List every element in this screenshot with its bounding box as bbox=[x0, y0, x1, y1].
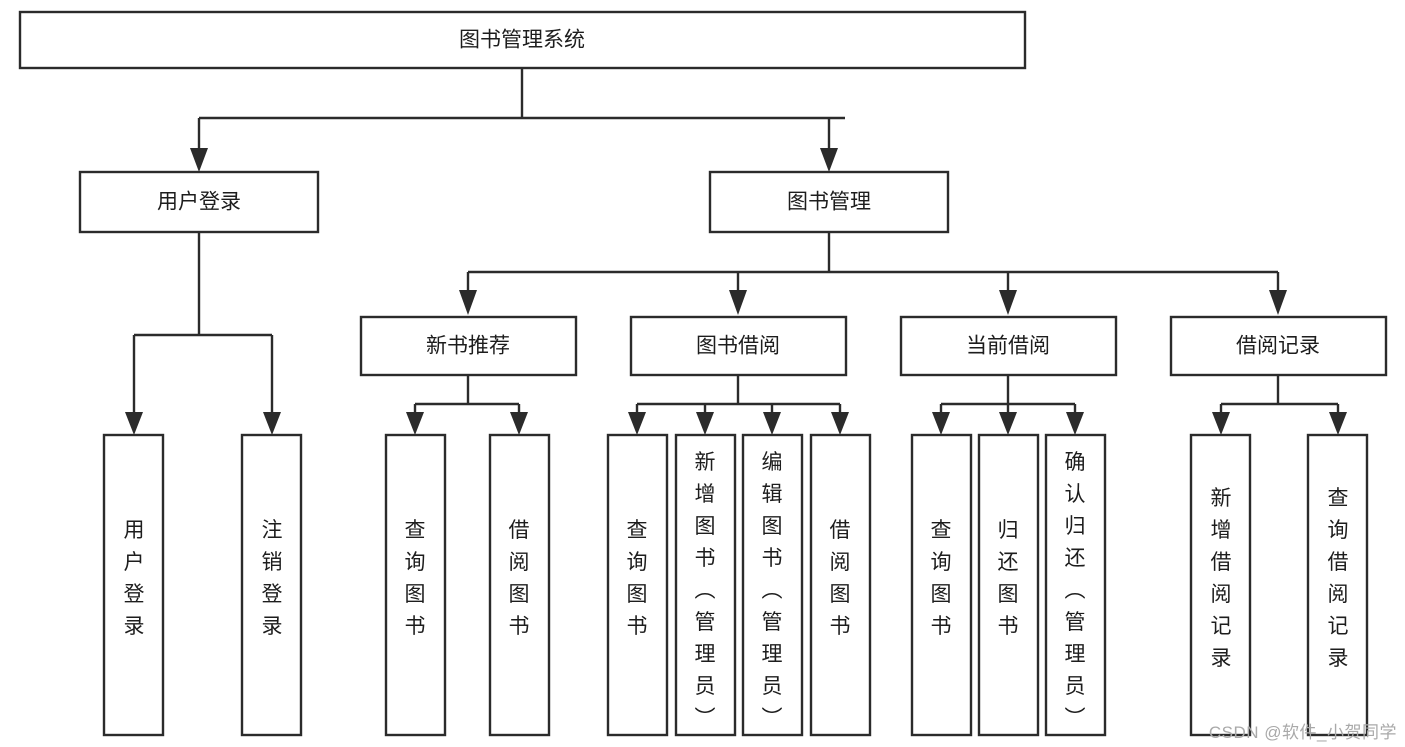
node-leaf-confirm-return-box[interactable] bbox=[1044, 433, 1107, 737]
arrowhead-leaf-query-book-3 bbox=[932, 412, 950, 435]
arrowhead-leaf-user-login bbox=[125, 412, 143, 435]
node-leaf-add-book-label: 新增图书︵管理员︶ bbox=[695, 451, 716, 730]
node-new-book-recommend-box[interactable] bbox=[359, 315, 578, 377]
csdn-watermark: CSDN @软件_小贺同学 bbox=[1208, 723, 1397, 742]
node-leaf-return-book-box[interactable] bbox=[977, 433, 1040, 737]
node-leaf-query-record-label: 查询借阅记录 bbox=[1328, 487, 1349, 670]
arrowhead-leaf-edit-book bbox=[763, 412, 781, 435]
leaf-node-layer: 用户登录 注销登录 查询图书 借阅图书 查询图书 新增图书︵管理员︶ bbox=[102, 433, 1369, 737]
node-leaf-borrow-book-2-label: 借阅图书 bbox=[830, 519, 851, 638]
node-leaf-query-book-2[interactable]: 查询图书 bbox=[606, 433, 669, 737]
connector-layer bbox=[132, 68, 1340, 412]
arrowhead-leaf-query-book-2 bbox=[628, 412, 646, 435]
node-leaf-add-book[interactable]: 新增图书︵管理员︶ bbox=[674, 433, 737, 737]
arrowhead-new-book-recommend bbox=[459, 290, 477, 315]
node-leaf-borrow-book-1-box[interactable] bbox=[488, 433, 551, 737]
node-current-borrow-label: 当前借阅 bbox=[966, 335, 1050, 358]
node-new-book-recommend-label: 新书推荐 bbox=[426, 335, 510, 358]
node-leaf-confirm-return-label: 确认归还︵管理员︶ bbox=[1065, 451, 1086, 730]
arrowhead-book-management bbox=[820, 148, 838, 172]
node-borrow-record-box[interactable] bbox=[1169, 315, 1388, 377]
node-leaf-add-record[interactable]: 新增借阅记录 bbox=[1189, 433, 1252, 737]
arrowhead-leaf-add-record bbox=[1212, 412, 1230, 435]
node-book-borrow[interactable]: 图书借阅 bbox=[629, 315, 848, 377]
node-root-box[interactable] bbox=[18, 10, 1027, 70]
node-leaf-user-login[interactable]: 用户登录 bbox=[102, 433, 165, 737]
node-user-login[interactable]: 用户登录 bbox=[78, 170, 320, 234]
arrowhead-leaf-query-book-1 bbox=[406, 412, 424, 435]
node-leaf-borrow-book-1[interactable]: 借阅图书 bbox=[488, 433, 551, 737]
node-leaf-return-book-label: 归还图书 bbox=[998, 519, 1019, 638]
arrowhead-layer bbox=[125, 148, 1347, 435]
arrowhead-borrow-record bbox=[1269, 290, 1287, 315]
node-leaf-logout-login-label: 注销登录 bbox=[262, 519, 283, 638]
node-leaf-edit-book[interactable]: 编辑图书︵管理员︶ bbox=[741, 433, 804, 737]
node-leaf-query-book-1[interactable]: 查询图书 bbox=[384, 433, 447, 737]
node-leaf-add-record-label: 新增借阅记录 bbox=[1211, 487, 1232, 670]
node-leaf-user-login-label: 用户登录 bbox=[124, 519, 145, 638]
node-book-management-box[interactable] bbox=[708, 170, 950, 234]
node-leaf-query-book-2-label: 查询图书 bbox=[627, 519, 648, 638]
arrowhead-user-login bbox=[190, 148, 208, 172]
node-leaf-return-book[interactable]: 归还图书 bbox=[977, 433, 1040, 737]
node-leaf-borrow-book-1-label: 借阅图书 bbox=[509, 519, 530, 638]
node-leaf-add-book-box[interactable] bbox=[674, 433, 737, 737]
arrowhead-leaf-borrow-book-2 bbox=[831, 412, 849, 435]
node-leaf-query-book-3[interactable]: 查询图书 bbox=[910, 433, 973, 737]
node-user-login-box[interactable] bbox=[78, 170, 320, 234]
arrowhead-leaf-return-book bbox=[999, 412, 1017, 435]
node-leaf-logout-login-box[interactable] bbox=[240, 433, 303, 737]
node-leaf-edit-book-label: 编辑图书︵管理员︶ bbox=[762, 451, 783, 730]
node-new-book-recommend[interactable]: 新书推荐 bbox=[359, 315, 578, 377]
node-leaf-confirm-return[interactable]: 确认归还︵管理员︶ bbox=[1044, 433, 1107, 737]
node-leaf-query-record-box[interactable] bbox=[1306, 433, 1369, 737]
node-current-borrow[interactable]: 当前借阅 bbox=[899, 315, 1118, 377]
node-book-borrow-box[interactable] bbox=[629, 315, 848, 377]
node-leaf-add-record-box[interactable] bbox=[1189, 433, 1252, 737]
arrowhead-leaf-confirm-return bbox=[1066, 412, 1084, 435]
node-leaf-query-book-2-box[interactable] bbox=[606, 433, 669, 737]
arrowhead-leaf-query-record bbox=[1329, 412, 1347, 435]
node-leaf-query-book-3-box[interactable] bbox=[910, 433, 973, 737]
node-borrow-record-label: 借阅记录 bbox=[1236, 335, 1320, 358]
node-leaf-edit-book-box[interactable] bbox=[741, 433, 804, 737]
node-leaf-query-book-1-label: 查询图书 bbox=[405, 519, 426, 638]
node-book-borrow-label: 图书借阅 bbox=[696, 335, 780, 358]
arrowhead-leaf-logout-login bbox=[263, 412, 281, 435]
arrowhead-leaf-add-book bbox=[696, 412, 714, 435]
node-leaf-borrow-book-2-box[interactable] bbox=[809, 433, 872, 737]
node-user-login-label: 用户登录 bbox=[157, 191, 241, 214]
arrowhead-book-borrow bbox=[729, 290, 747, 315]
node-leaf-logout-login[interactable]: 注销登录 bbox=[240, 433, 303, 737]
node-leaf-user-login-box[interactable] bbox=[102, 433, 165, 737]
node-leaf-query-record[interactable]: 查询借阅记录 bbox=[1306, 433, 1369, 737]
node-borrow-record[interactable]: 借阅记录 bbox=[1169, 315, 1388, 377]
node-leaf-query-book-1-box[interactable] bbox=[384, 433, 447, 737]
node-leaf-query-book-3-label: 查询图书 bbox=[931, 519, 952, 638]
node-root-label: 图书管理系统 bbox=[459, 29, 585, 52]
node-book-management[interactable]: 图书管理 bbox=[708, 170, 950, 234]
arrowhead-leaf-borrow-book-1 bbox=[510, 412, 528, 435]
node-root[interactable]: 图书管理系统 bbox=[18, 10, 1027, 70]
arrowhead-current-borrow bbox=[999, 290, 1017, 315]
node-leaf-borrow-book-2[interactable]: 借阅图书 bbox=[809, 433, 872, 737]
node-current-borrow-box[interactable] bbox=[899, 315, 1118, 377]
node-book-management-label: 图书管理 bbox=[787, 191, 871, 214]
